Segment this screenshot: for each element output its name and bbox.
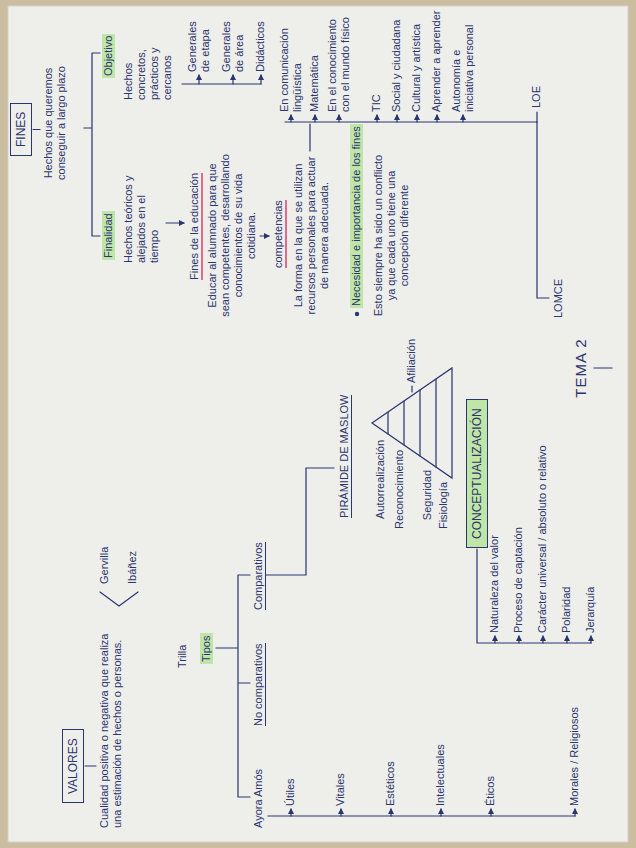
leader-line	[536, 112, 537, 122]
list-bracket	[182, 83, 261, 84]
topic-label: CONCEPTUALIZACIÓN	[470, 408, 484, 539]
note-text: Morales / Religiosos	[568, 707, 581, 806]
note-text: Trilla	[176, 645, 189, 668]
note-text: Educar al alumnado para que sean compete…	[206, 153, 258, 318]
note-text: Ayora Amós	[252, 769, 265, 828]
list-arrow	[198, 75, 199, 84]
list-arrow	[494, 636, 495, 643]
note-text: LOMCE	[552, 279, 565, 318]
note-text: Útiles	[284, 778, 297, 806]
list-arrow	[518, 636, 519, 643]
note-text: Afiliación	[405, 339, 418, 383]
leader-line	[266, 468, 334, 575]
note-text: Reconocimiento	[393, 450, 406, 558]
list-arrow	[542, 636, 543, 643]
note-text: LOE	[530, 86, 543, 108]
list-arrow	[416, 115, 417, 122]
note-text: Intelectuales	[434, 744, 447, 806]
note-text: Carácter universal / absoluto o relativo	[536, 445, 549, 633]
note-text: Social y ciudadana	[390, 20, 403, 112]
list-arrow	[574, 809, 575, 816]
note-text: Cualidad positiva o negativa que realiza…	[98, 618, 124, 828]
link-line	[33, 129, 40, 130]
note-text: Ibáñez	[126, 551, 139, 584]
note-text: En el conocimiento con el mundo físico	[326, 14, 352, 112]
list-bracket	[285, 121, 537, 122]
link-line	[85, 765, 96, 766]
topic-box: FINES	[10, 103, 32, 156]
list-arrow	[566, 636, 567, 643]
note-text: No comparativos	[252, 643, 266, 726]
list-arrow	[440, 809, 441, 816]
list-arrow	[396, 115, 397, 122]
note-text: Didácticos	[254, 21, 267, 72]
list-arrow	[462, 115, 463, 122]
topic-label: VALORES	[66, 738, 80, 794]
note-text: Finalidad	[102, 211, 115, 260]
list-arrow	[232, 75, 233, 84]
leader-line	[537, 122, 549, 298]
note-text: Necesidad e importancia de los fines	[350, 124, 363, 308]
list-arrow	[590, 636, 591, 643]
list-arrow	[314, 115, 315, 122]
topic-label: FINES	[14, 112, 28, 147]
note-text: Polaridad	[560, 587, 573, 633]
note-text: Fisiología	[437, 482, 450, 590]
note-text: Naturaleza del valor	[488, 535, 501, 633]
list-arrow	[290, 115, 291, 122]
note-text: Fines de la educación	[188, 173, 203, 280]
list-bracket	[268, 815, 575, 816]
note-text: Hechos que queremos conseguir a largo pl…	[42, 48, 68, 198]
note-text: Generales de área	[220, 8, 246, 72]
bullet	[355, 312, 359, 316]
types-bracket	[216, 575, 250, 797]
note-text: La forma en la que se utilizan recursos …	[292, 153, 331, 318]
note-text: Proceso de captación	[512, 527, 525, 633]
note-text: Cultural y artística	[410, 24, 423, 112]
note-text: Hechos concretos, prácticos y cercanos	[122, 10, 174, 100]
note-text: Esto siempre ha sido un conflicto ya que…	[372, 153, 411, 318]
topic-box: CONCEPTUALIZACIÓN	[466, 399, 488, 548]
down-arrow	[260, 235, 269, 236]
fines-bracket	[84, 53, 100, 236]
list-arrow	[340, 809, 341, 816]
leader-line	[411, 386, 412, 392]
list-arrow	[436, 115, 437, 122]
note-text: Vitales	[334, 773, 347, 806]
list-arrow	[260, 75, 261, 84]
list-arrow	[376, 115, 377, 122]
note-text: Éticos	[484, 776, 497, 806]
note-text: Matemática	[308, 55, 321, 112]
list-arrow	[290, 809, 291, 816]
page-title: TEMA 2	[572, 328, 590, 408]
note-text: Autonomía e iniciativa personal	[450, 14, 476, 112]
list-arrow	[490, 809, 491, 816]
title-tick	[594, 367, 612, 368]
note-text: Autorrealización	[374, 440, 387, 548]
note-text: Estéticos	[384, 761, 397, 806]
note-text: Gervilla	[98, 547, 111, 584]
note-text: Jerarquía	[584, 587, 597, 633]
note-text: Generales de etapa	[186, 8, 212, 72]
note-text: competencias	[272, 200, 287, 268]
list-arrow	[390, 809, 391, 816]
note-text: Seguridad	[421, 470, 434, 578]
note-text: TIC	[370, 94, 383, 112]
leader-line	[309, 124, 310, 151]
note-text: En comunicación lingüística	[278, 14, 304, 112]
note-text: Tipos	[200, 634, 213, 665]
note-text: Aprender a aprender	[430, 10, 443, 112]
list-arrow	[338, 115, 339, 122]
note-text: PIRÁMIDE DE MASLOW	[338, 395, 352, 518]
paper-sheet	[8, 6, 628, 842]
down-arrow	[166, 222, 184, 223]
brace	[100, 592, 138, 606]
note-text: Hechos teóricos y alejados en el tiempo	[122, 168, 161, 263]
note-text: Comparativos	[252, 542, 266, 610]
note-text: Objetivo	[102, 34, 115, 78]
topic-box: VALORES	[62, 729, 84, 803]
